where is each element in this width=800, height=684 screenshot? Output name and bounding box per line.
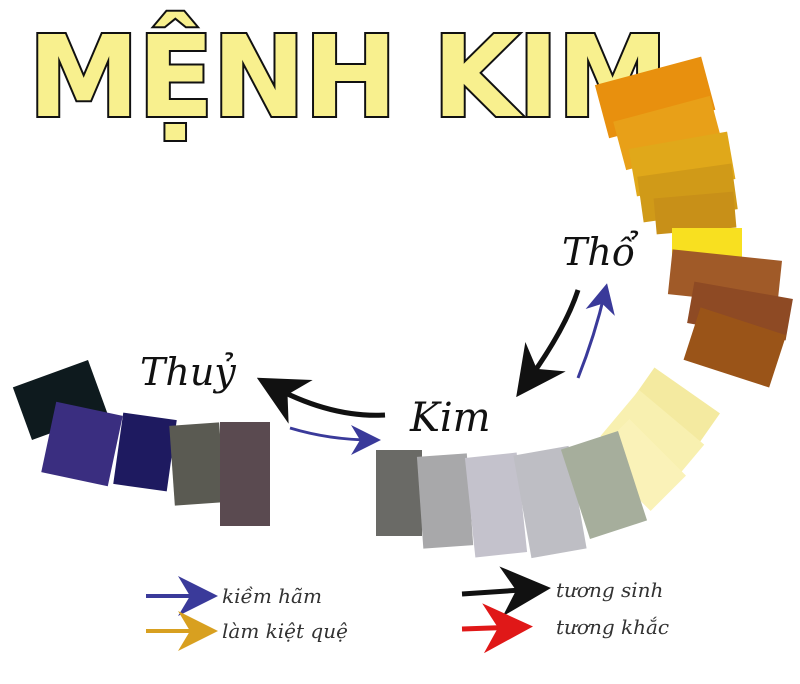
arrow-thuy-to-kim (289, 424, 381, 455)
node-thuy: Thuỷ (140, 350, 236, 394)
node-tho: Thổ (562, 230, 636, 274)
thuy-swatch (113, 412, 177, 492)
thuy-swatches (12, 360, 270, 526)
kim-yellow-swatch (600, 390, 705, 491)
kim-gray-swatch (416, 453, 474, 549)
arrow-tho-to-kim (516, 289, 581, 398)
tho-swatch (683, 307, 787, 388)
legend-tuong-khac: tương khắc (556, 615, 670, 639)
legend-kiem-ham: kiềm hãm (222, 584, 322, 608)
node-kim: Kim (410, 395, 491, 441)
arrow-kim-to-tho (576, 283, 615, 379)
thuy-swatch (220, 422, 270, 526)
legend-arrow-tuong-khac (461, 603, 533, 654)
kim-gray-swatch (464, 452, 528, 558)
kim-gray-swatch (560, 431, 648, 539)
kim-gray-swatches (376, 431, 648, 559)
legend-lam-kiet-que: làm kiệt quệ (222, 619, 348, 643)
page-title: MỆNH KIM (26, 13, 670, 143)
legend-arrow-tuong-sinh (461, 566, 551, 617)
tho-swatch (653, 191, 737, 235)
kim-gray-swatch (376, 450, 422, 536)
thuy-swatch (169, 422, 225, 506)
arrow-kim-to-thuy (256, 377, 386, 424)
legend-tuong-sinh: tương sinh (556, 578, 664, 602)
thuy-swatch (41, 401, 123, 487)
tho-swatches (594, 56, 793, 388)
kim-gray-swatch (513, 445, 587, 559)
